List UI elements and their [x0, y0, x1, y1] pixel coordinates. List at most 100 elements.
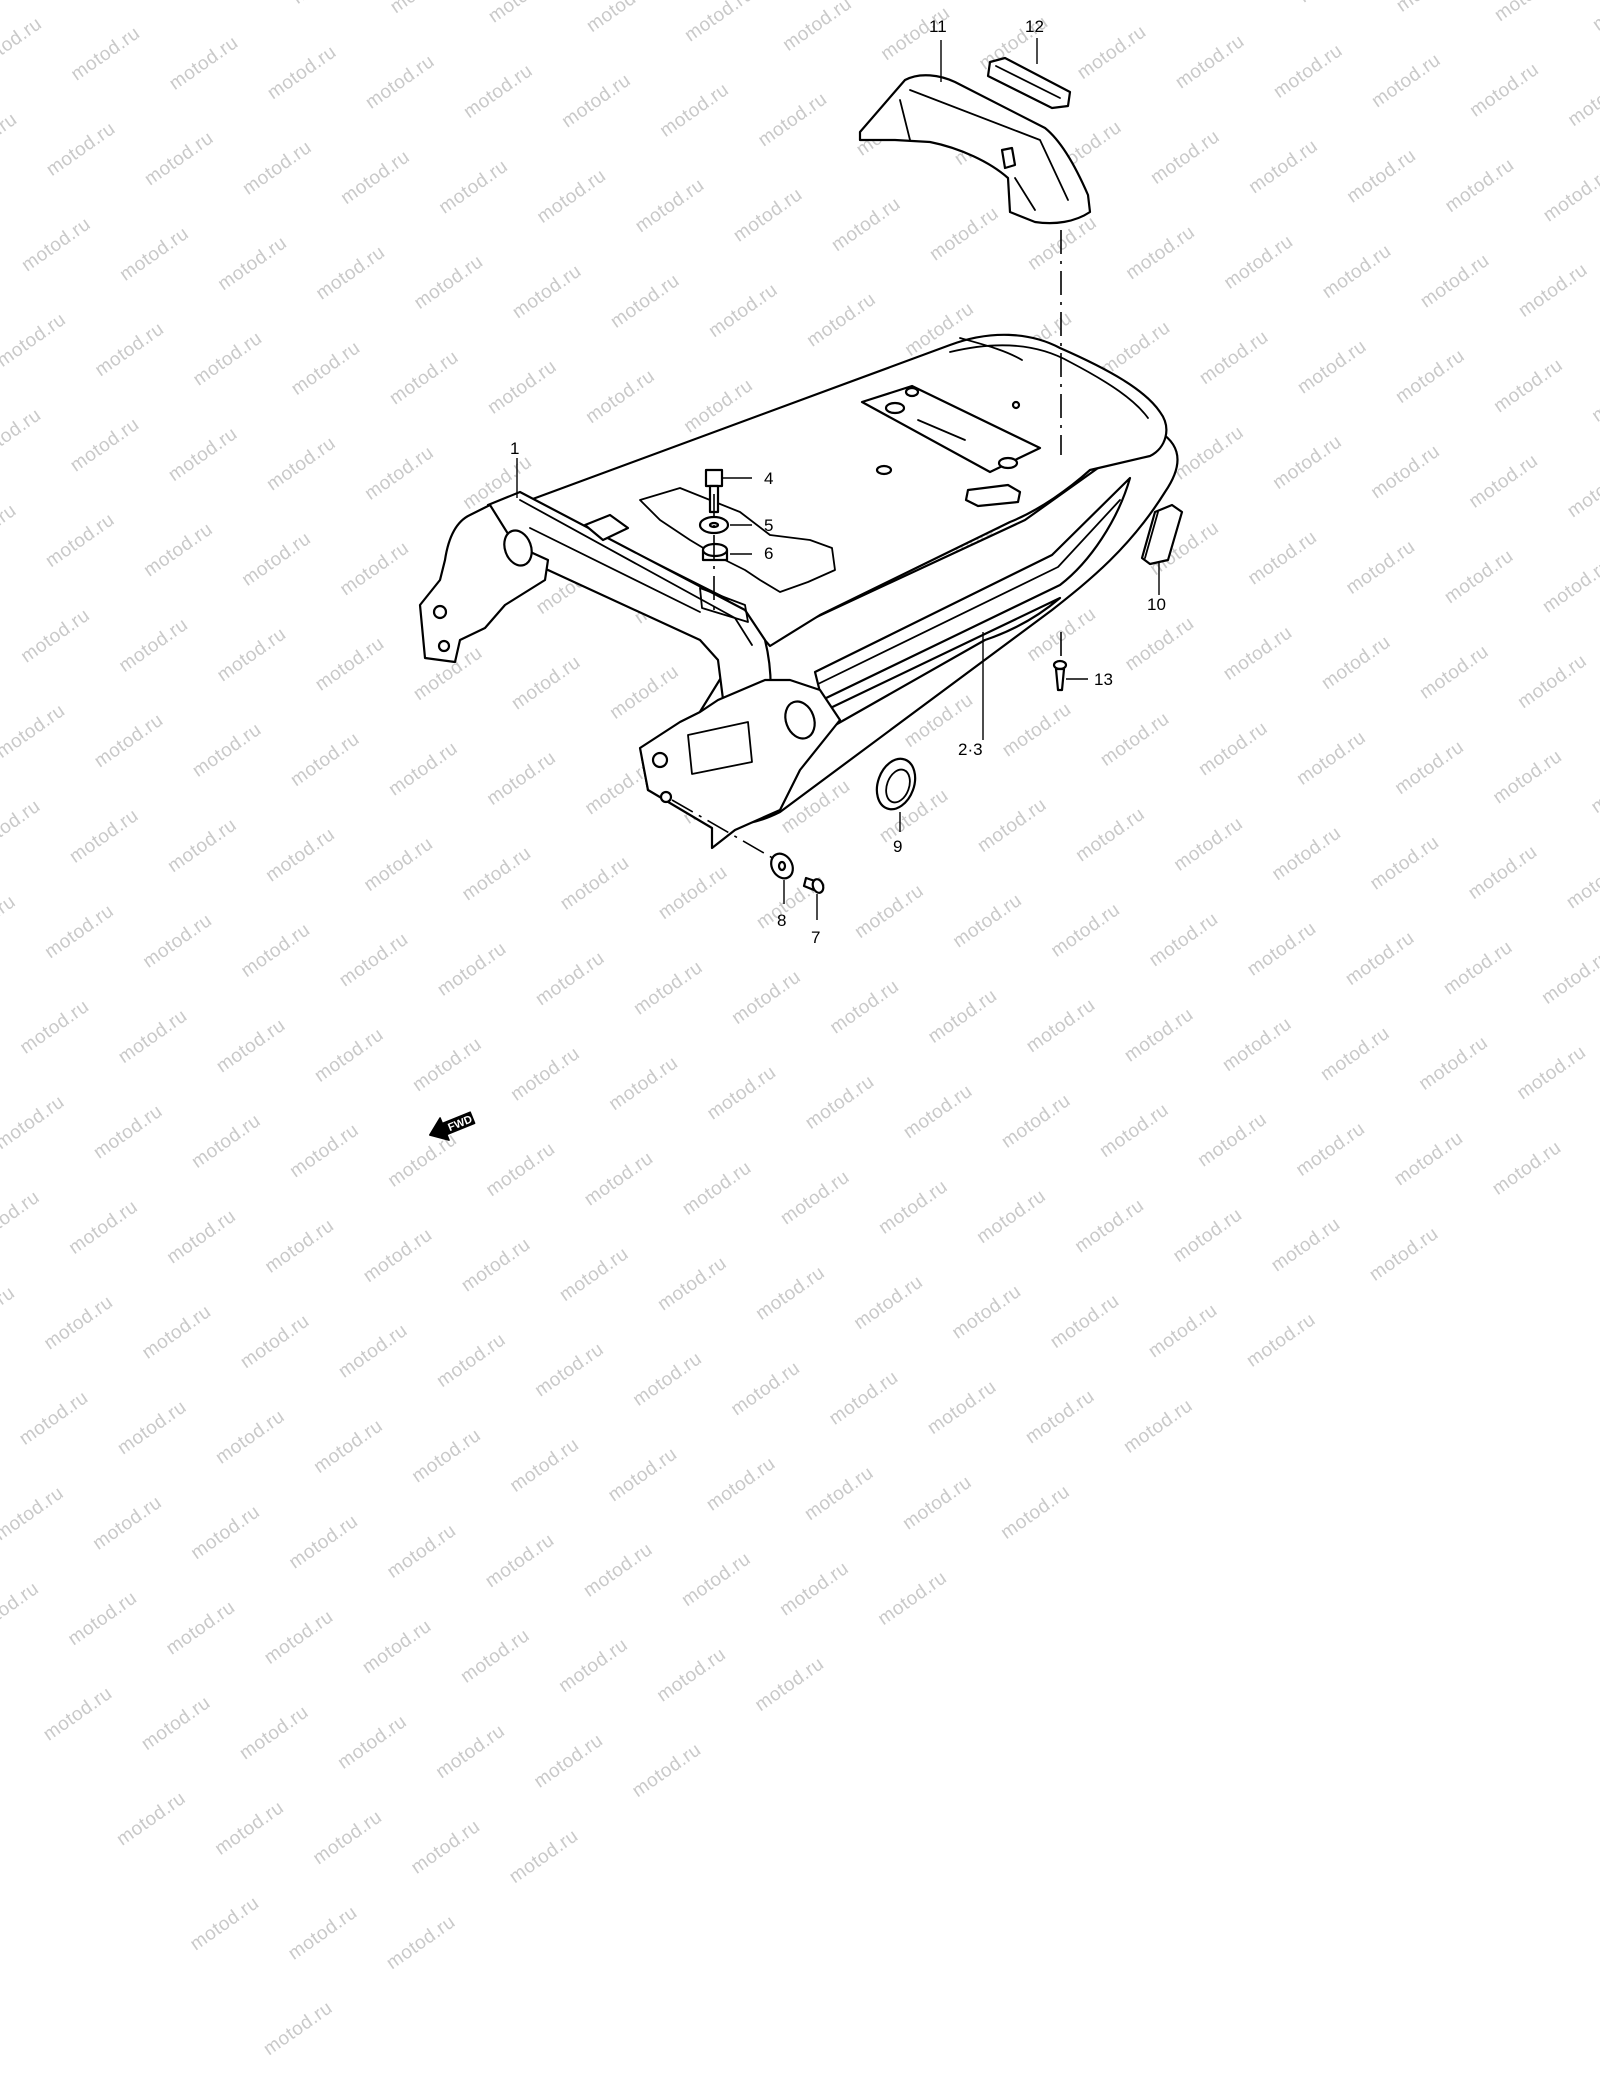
- callouts: 1 2·3 4 5 6 7 8 9 10 11 12 13: [510, 17, 1166, 947]
- callout-2-3: 2·3: [958, 740, 983, 759]
- watermark-text: motod.ru: [187, 1501, 264, 1564]
- callout-11: 11: [929, 17, 947, 36]
- watermark-text: motod.ru: [0, 1282, 19, 1345]
- watermark-text: motod.ru: [1071, 1194, 1149, 1258]
- watermark-text: motod.ru: [579, 1539, 657, 1602]
- watermark-text: motod.ru: [752, 1262, 829, 1325]
- watermark-text: motod.ru: [260, 1606, 338, 1669]
- watermark-text: motod.ru: [457, 1233, 535, 1297]
- watermark-text: motod.ru: [261, 1215, 339, 1278]
- watermark-text: motod.ru: [382, 1911, 460, 1974]
- watermark-text: motod.ru: [825, 1366, 903, 1430]
- watermark-text: motod.ru: [629, 1348, 706, 1411]
- callout-13: 13: [1094, 670, 1113, 689]
- callout-8: 8: [777, 911, 786, 930]
- watermark-text: motod.ru: [359, 1224, 437, 1287]
- watermark-text: motod.ru: [555, 1634, 632, 1697]
- watermark-text: motod.ru: [64, 1587, 142, 1650]
- watermark-text: motod.ru: [186, 1892, 264, 1956]
- watermark-text: motod.ru: [874, 1567, 951, 1630]
- watermark-text: motod.ru: [432, 1720, 509, 1784]
- rubber-block-10: [1140, 503, 1184, 566]
- watermark-text: motod.ru: [162, 1596, 240, 1660]
- watermark-text: motod.ru: [481, 1529, 559, 1593]
- watermark-text: motod.ru: [235, 1701, 313, 1765]
- watermark-text: motod.ru: [677, 1548, 755, 1611]
- watermark-text: motod.ru: [334, 1711, 411, 1774]
- watermark-text: motod.ru: [653, 1643, 730, 1707]
- watermark-text: motod.ru: [1021, 1385, 1099, 1449]
- watermark-text: motod.ru: [702, 1452, 780, 1516]
- watermark-text: motod.ru: [138, 1301, 216, 1364]
- callout-4: 4: [764, 469, 773, 488]
- parts-diagram: 1 2·3 4 5 6 7 8 9 10 11 12 13 FWD: [418, 17, 1184, 1141]
- watermark-text: motod.ru: [284, 1901, 362, 1965]
- watermark-text: motod.ru: [211, 1405, 289, 1469]
- watermark-text: motod.ru: [432, 1329, 510, 1392]
- watermark-text: motod.ru: [1169, 1204, 1247, 1267]
- watermark-text: motod.ru: [259, 1997, 337, 2060]
- watermark-text: motod.ru: [800, 1462, 878, 1525]
- watermark-text: motod.ru: [310, 1415, 387, 1478]
- rail-pad: [986, 56, 1072, 110]
- leader-lines: [516, 38, 1160, 920]
- watermark-text: motod.ru: [923, 1376, 1001, 1439]
- watermark-text: motod.ru: [0, 1482, 68, 1546]
- watermark-text: motod.ru: [358, 1615, 436, 1679]
- watermark-text: motod.ru: [408, 1424, 485, 1488]
- watermark-text: motod.ru: [309, 1806, 387, 1870]
- watermark-text: motod.ru: [505, 1825, 583, 1888]
- watermark-text: motod.ru: [850, 1271, 927, 1335]
- watermark-text: motod.ru: [530, 1729, 608, 1793]
- screw-7: [802, 876, 825, 894]
- watermark-text: motod.ru: [628, 1739, 706, 1802]
- watermark-text: motod.ru: [531, 1338, 608, 1402]
- watermark-text: motod.ru: [89, 1491, 166, 1555]
- callout-10: 10: [1147, 595, 1166, 614]
- watermark-text: motod.ru: [334, 1319, 412, 1383]
- fwd-label: FWD: [446, 1113, 474, 1134]
- callout-6: 6: [764, 544, 773, 563]
- watermark-text: motod.ru: [555, 1243, 633, 1306]
- watermark-text: motod.ru: [1242, 1309, 1320, 1372]
- rear-plate: [860, 384, 1042, 474]
- watermark-text: motod.ru: [948, 1280, 1026, 1344]
- watermark-text: motod.ru: [751, 1653, 829, 1716]
- watermark-text: motod.ru: [997, 1481, 1074, 1544]
- watermark-text: motod.ru: [15, 1387, 93, 1450]
- watermark-text: motod.ru: [113, 1396, 191, 1460]
- callout-5: 5: [764, 516, 773, 535]
- watermark-text: motod.ru: [898, 1471, 976, 1535]
- watermark-text: motod.ru: [112, 1787, 190, 1851]
- watermark-text: motod.ru: [137, 1692, 215, 1755]
- watermark-text: motod.ru: [1365, 1223, 1443, 1286]
- watermark-text: motod.ru: [383, 1520, 461, 1583]
- callout-7: 7: [811, 928, 820, 947]
- watermark-text: motod.ru: [456, 1625, 534, 1688]
- watermark-text: motod.ru: [1119, 1395, 1197, 1458]
- callout-1: 1: [510, 439, 519, 458]
- screw-13: [1052, 659, 1068, 692]
- collar-6: [701, 542, 729, 562]
- watermark-text: motod.ru: [604, 1443, 682, 1507]
- watermark-text: motod.ru: [163, 1205, 240, 1269]
- watermark-text: motod.ru: [1046, 1290, 1124, 1353]
- watermark-text: motod.ru: [0, 1578, 43, 1641]
- watermark-text: motod.ru: [506, 1434, 584, 1497]
- bolt-4: [704, 468, 724, 514]
- callout-9: 9: [893, 837, 902, 856]
- watermark-text: motod.ru: [211, 1797, 288, 1860]
- watermark-text: motod.ru: [236, 1310, 314, 1374]
- watermark-text: motod.ru: [40, 1291, 118, 1355]
- watermark-text: motod.ru: [1267, 1213, 1345, 1277]
- side-panel-strip: [813, 476, 1132, 730]
- watermark-text: motod.ru: [65, 1196, 142, 1259]
- watermark-text: motod.ru: [727, 1357, 805, 1421]
- watermark-text: motod.ru: [653, 1252, 731, 1316]
- right-rear-bracket: [638, 678, 842, 850]
- watermark-text: motod.ru: [39, 1682, 117, 1746]
- grommet-9: [875, 757, 917, 811]
- watermark-text: motod.ru: [285, 1510, 363, 1574]
- seat-tail-cover: [418, 333, 1179, 850]
- watermark-text: motod.ru: [407, 1815, 485, 1879]
